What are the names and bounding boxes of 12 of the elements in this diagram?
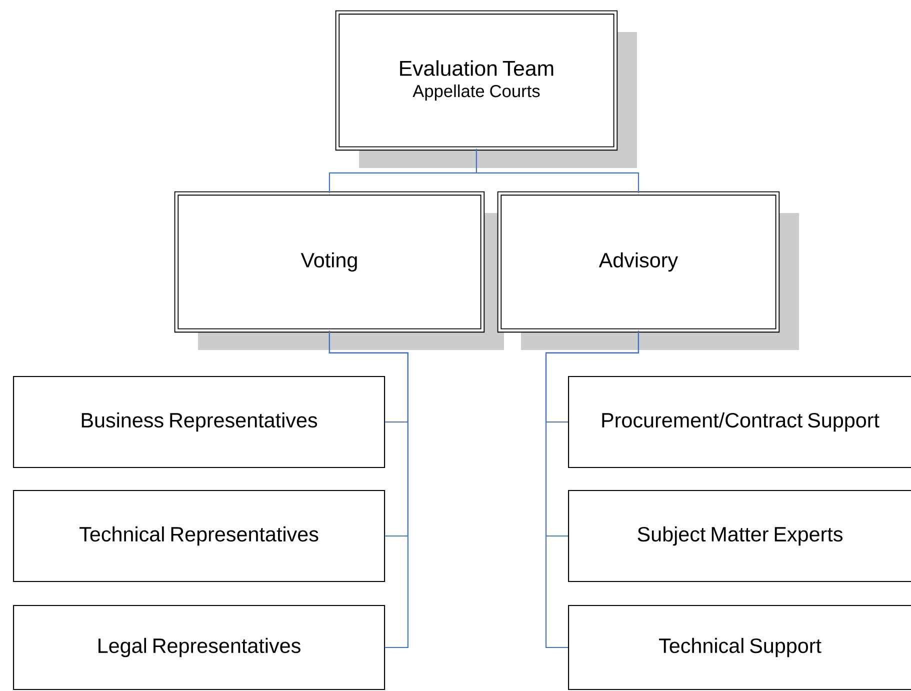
org-box: Subject Matter Experts	[568, 490, 911, 582]
org-box: Advisory	[497, 191, 799, 350]
org-box: Procurement/Contract Support	[568, 376, 911, 468]
org-box: Voting	[174, 191, 504, 350]
connector	[476, 148, 639, 193]
org-box: Evaluation Team Appellate Courts	[335, 10, 637, 168]
org-box: Technical Support	[568, 605, 911, 690]
org-box: Legal Representatives	[13, 605, 386, 690]
connector	[545, 330, 639, 648]
connector	[328, 330, 408, 648]
org-box: Business Representatives	[13, 376, 386, 468]
org-box: Technical Representatives	[13, 490, 386, 582]
